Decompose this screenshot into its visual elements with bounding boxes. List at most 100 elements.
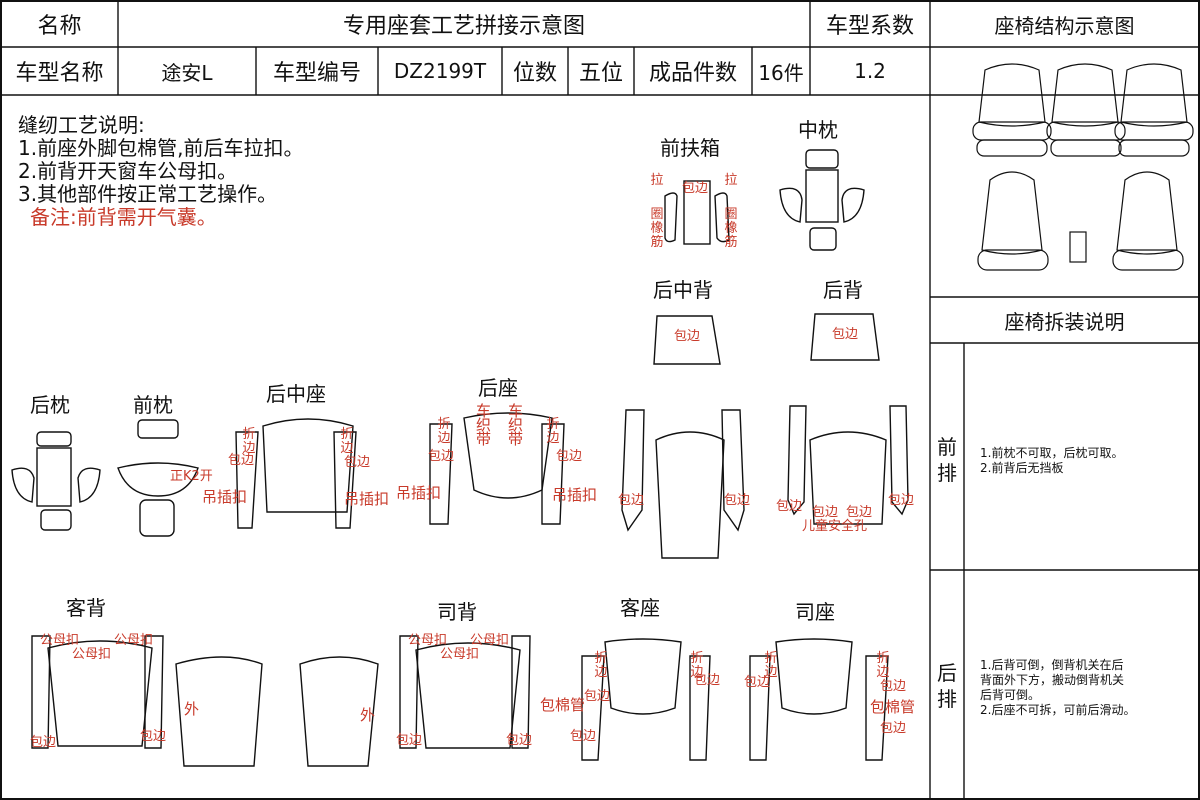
part-title-front-armrest: 前扶箱 — [660, 136, 720, 160]
rear-row-notes: 1.后背可倒，倒背机关在后 背面外下方，搬动倒背机关 后背可倒。 2.后座不可拆… — [980, 658, 1135, 718]
annotation-child-safety: 儿童安全孔 — [802, 519, 868, 534]
part-title-rear-seat: 后座 — [478, 376, 518, 400]
sheet-title: 专用座套工艺拼接示意图 — [342, 14, 585, 39]
annotation-bind: 包边 — [888, 493, 915, 508]
part-title-rear-middle-seat: 后中座 — [266, 382, 326, 406]
annotation-bind: 包边 — [584, 689, 611, 704]
model-code-label: 车型编号 — [272, 61, 361, 86]
annotation-hang-clip: 吊插扣 — [202, 488, 248, 506]
part-title-rear-middle-back: 后中背 — [653, 278, 713, 302]
front-armrest-patterns — [664, 180, 730, 245]
seat-icon — [1116, 171, 1178, 255]
annotation-bind: 包边 — [228, 453, 255, 468]
annotation-pull: 拉 — [724, 173, 738, 188]
rear-seat-patterns — [429, 412, 565, 525]
model-name-label: 车型名称 — [15, 61, 104, 86]
annotation-bind: 包边 — [556, 449, 583, 464]
coefficient-value: 1.2 — [854, 59, 886, 83]
pattern-piece — [889, 405, 909, 516]
pattern-piece — [333, 431, 357, 529]
model-name: 途安L — [161, 60, 213, 85]
annotation-bind: 包边 — [744, 675, 771, 690]
pattern-piece — [805, 169, 839, 223]
pattern-piece — [399, 635, 419, 749]
driver-seat-patterns — [749, 638, 889, 761]
rear-pillow-patterns — [11, 431, 101, 531]
annotation-male-female: 公母扣 — [470, 633, 510, 648]
pattern-piece — [841, 187, 865, 223]
pattern-piece — [749, 655, 771, 761]
front-row-line: 1.前枕不可取，后枕可取。 — [980, 446, 1124, 460]
annotation-bind: 包边 — [570, 729, 597, 744]
annotation-male-female: 公母扣 — [440, 647, 480, 662]
note-item: 2.前背开天窗车公母扣。 — [18, 159, 238, 183]
passenger-seat-patterns — [581, 638, 711, 761]
seat-structure-diagram — [972, 63, 1194, 271]
pattern-piece — [604, 638, 682, 715]
rear-row-label: 后排 — [937, 661, 957, 711]
annotation-male-female: 公母扣 — [40, 633, 80, 648]
seat-icon — [1069, 231, 1087, 263]
annotation-fold-bind: 折边 — [690, 651, 704, 680]
part-title-front-pillow: 前枕 — [133, 393, 173, 417]
part-title-driver-seat: 司座 — [795, 600, 835, 624]
annotation-bind: 包边 — [880, 679, 907, 694]
seat-icon — [976, 139, 1048, 157]
pattern-piece — [36, 431, 72, 447]
seat-icon — [1046, 121, 1126, 141]
pattern-piece — [787, 405, 807, 516]
annotation-elastic: 圈橡筋 — [724, 207, 738, 250]
part-title-passenger-seat: 客座 — [620, 596, 660, 620]
pattern-piece — [775, 638, 853, 715]
pattern-piece — [262, 418, 354, 513]
pattern-piece — [299, 656, 379, 767]
front-row-notes: 1.前枕不可取，后枕可取。 2.前背后无挡板 — [980, 446, 1123, 476]
note-item: 3.其他部件按正常工艺操作。 — [18, 182, 278, 206]
annotation-bind: 包边 — [880, 721, 907, 736]
part-title-driver-back: 司背 — [437, 600, 477, 624]
front-row-label: 前排 — [937, 435, 957, 485]
pattern-piece — [511, 635, 531, 749]
pattern-piece — [175, 656, 263, 767]
annotation-bind: 包边 — [724, 493, 751, 508]
pattern-piece — [664, 192, 678, 243]
pattern-piece — [144, 635, 164, 749]
seat-icon — [1050, 139, 1122, 157]
annotation-fold-bind: 折边 — [340, 427, 354, 456]
annotation-bind: 包边 — [344, 455, 371, 470]
seats-value: 五位 — [578, 61, 623, 86]
pattern-piece — [689, 655, 711, 761]
annotation-bind: 包边 — [30, 735, 57, 750]
annotation-hang-clip: 吊插扣 — [396, 484, 442, 502]
annotation-fold-bind: 折边 — [764, 651, 778, 680]
annotation-bind: 包边 — [618, 493, 645, 508]
pattern-piece — [47, 640, 153, 747]
pattern-piece — [40, 509, 72, 531]
pattern-piece — [653, 315, 721, 365]
pattern-piece — [415, 642, 521, 749]
pattern-piece — [865, 655, 889, 761]
annotation-cotton-pipe: 包棉管 — [540, 696, 586, 714]
part-title-middle-pillow: 中枕 — [798, 118, 838, 142]
seats-label: 位数 — [512, 61, 557, 86]
annotation-outer: 外 — [360, 706, 376, 724]
annotation-outer: 外 — [184, 700, 200, 718]
part-title-rear-back: 后背 — [823, 278, 863, 302]
annotation-elastic: 圈橡筋 — [650, 207, 664, 250]
model-code: DZ2199T — [393, 59, 487, 83]
annotation-bind: 包边 — [846, 505, 873, 520]
pattern-piece — [714, 192, 730, 243]
annotation-hang-clip: 吊插扣 — [344, 490, 390, 508]
rear-row-line: 背面外下方，搬动倒背机关 — [980, 673, 1125, 687]
annotation-bind: 包边 — [674, 329, 701, 344]
annotation-bind: 包边 — [682, 181, 709, 196]
front-pillow-patterns — [117, 419, 199, 537]
passenger-back-patterns — [31, 635, 263, 767]
annotation-fold-bind: 折边 — [437, 417, 451, 446]
pattern-piece — [581, 655, 605, 761]
annotation-fold-bind: 折边 — [546, 417, 560, 446]
annotation-bind: 包边 — [832, 327, 859, 342]
rear-middle-back-patterns — [621, 315, 745, 559]
annotation-fold-bind: 折边 — [876, 651, 890, 680]
